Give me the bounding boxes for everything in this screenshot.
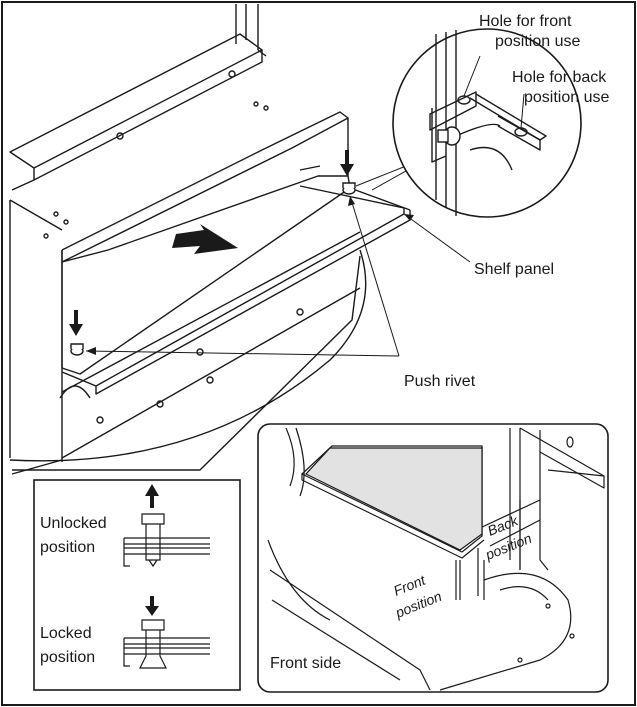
leader-line: [463, 55, 481, 97]
shelf-panel-label: Shelf panel: [474, 261, 554, 278]
unlocked-label-line1: Unlocked: [40, 515, 107, 532]
hole-front-label-line1: Hole for front: [479, 13, 572, 30]
push-direction-arrow-icon: [172, 224, 238, 254]
hole-back-label-line2: position use: [524, 89, 609, 106]
front-side-caption: Front side: [270, 655, 341, 672]
push-rivet-front: [70, 343, 84, 356]
bracket-detail-zoom: [392, 28, 582, 218]
up-arrow-icon: [145, 484, 159, 508]
rivet-state-inset: Unlocked position Locked position: [33, 479, 241, 691]
locked-label-line2: position: [40, 649, 95, 666]
locked-label-line1: Locked: [40, 625, 92, 642]
leader-line: [520, 93, 525, 129]
hole-front-label-line2: position use: [495, 33, 580, 50]
push-rivet-label: Push rivet: [404, 373, 476, 390]
leader-arrowhead: [86, 347, 96, 355]
down-arrow-icon: [69, 310, 83, 336]
push-rivet-back: [342, 182, 356, 195]
hole-back-label-line1: Hole for back: [512, 69, 607, 86]
leader-arrowhead: [348, 196, 355, 206]
down-arrow-icon: [340, 150, 354, 176]
unlocked-label-line2: position: [40, 539, 95, 556]
shelf-panel-shade: [305, 447, 483, 551]
down-arrow-icon: [145, 596, 159, 616]
front-side-inset: Front side Front position Back position: [257, 423, 609, 693]
leader-lines: [85, 151, 471, 357]
leader-arrowhead: [404, 214, 414, 221]
